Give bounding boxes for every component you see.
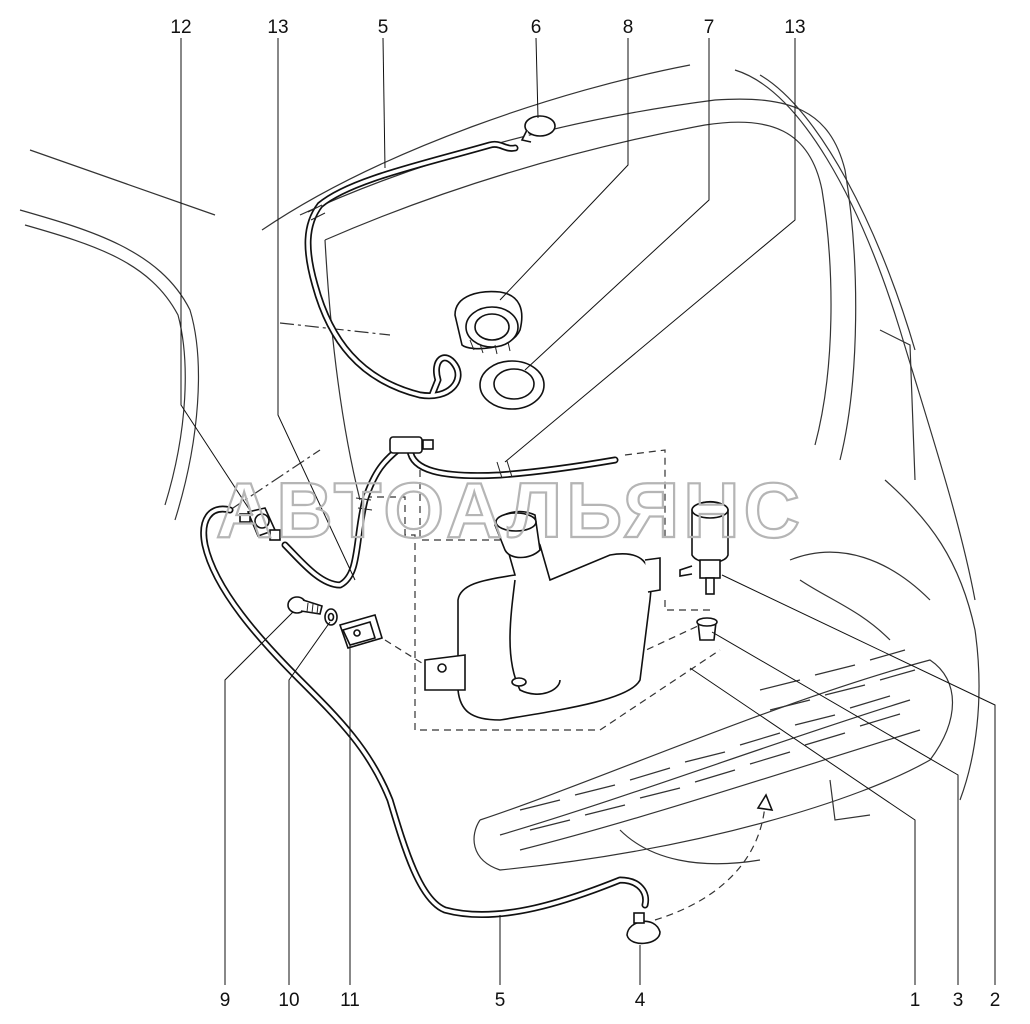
leader-lines	[180, 37, 996, 985]
callout-11: 11	[340, 990, 360, 1011]
bumper-ribs	[519, 649, 916, 831]
callout-12: 12	[170, 17, 191, 38]
mounting-bracket	[338, 614, 384, 649]
washer-reservoir	[424, 510, 661, 721]
washer-nozzle-lower	[626, 912, 661, 945]
tee-connector	[389, 436, 434, 454]
callout-10: 10	[278, 990, 299, 1011]
watermark: АВТОАЛЬЯНС	[216, 466, 804, 554]
callout-5-bottom: 5	[495, 990, 506, 1011]
callout-2: 2	[990, 990, 1001, 1011]
callout-8: 8	[623, 17, 634, 38]
washer-hose-lower	[200, 505, 650, 919]
pump-grommet	[696, 617, 718, 641]
washer-hose-middle	[281, 444, 619, 589]
check-valve	[239, 507, 281, 541]
install-arrow	[654, 804, 766, 921]
callout-6: 6	[531, 17, 542, 38]
install-arrowhead	[756, 793, 774, 811]
callout-9: 9	[220, 990, 231, 1011]
callout-labels: 12 13 5 6 8 7 13 9 10 11 5 4 1 3 2	[170, 17, 1000, 1011]
hose-clips	[307, 204, 513, 511]
callout-5-top: 5	[378, 17, 389, 38]
callout-3: 3	[953, 990, 964, 1011]
filler-seal-ring	[479, 360, 545, 410]
callout-13-right: 13	[784, 17, 805, 38]
callout-1: 1	[910, 990, 921, 1011]
vehicle-body-outline	[19, 64, 980, 871]
callout-7: 7	[704, 17, 715, 38]
filler-cap	[454, 290, 523, 355]
washer	[324, 608, 338, 626]
bolt	[287, 596, 323, 615]
callout-4: 4	[635, 990, 646, 1011]
washer-pump	[679, 500, 729, 595]
washer-nozzle-upper	[520, 115, 556, 143]
washer-hose-upper	[304, 140, 519, 400]
callout-13-left: 13	[267, 17, 288, 38]
